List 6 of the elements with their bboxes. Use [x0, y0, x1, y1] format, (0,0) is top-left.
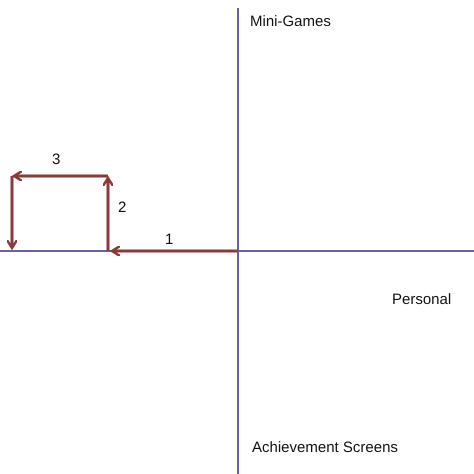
step-number: 2	[118, 200, 126, 215]
axis-label: Mini-Games	[250, 14, 331, 29]
axis-label: Personal	[392, 292, 452, 307]
step-number: 1	[165, 232, 174, 247]
axis-label: Achievement Screens	[252, 440, 398, 455]
step-number: 3	[52, 152, 60, 167]
